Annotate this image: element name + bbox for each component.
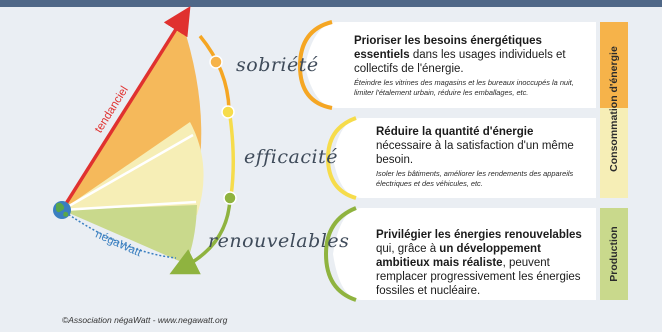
renouvelables-card: Privilégier les énergies renouvelables q… — [376, 228, 590, 298]
renouvelables-bold-2: un développement ambitieux mais réaliste — [376, 243, 541, 269]
top-bar — [0, 0, 662, 7]
path-arrow-middle — [228, 115, 236, 197]
tendanciel-arrow — [60, 6, 191, 211]
stage-renouvelables: renouvelables — [208, 230, 350, 252]
footer-credit: ©Association négaWatt - www.negawatt.org — [62, 315, 228, 325]
sobriete-bold: Prioriser les besoins énergétiques essen… — [354, 35, 542, 61]
globe-icon — [53, 201, 71, 219]
sobriete-text: dans les usages individuels et collectif… — [354, 49, 566, 75]
sobriete-card: Prioriser les besoins énergétiques essen… — [354, 34, 590, 98]
sobriete-card-bg — [305, 22, 596, 108]
production-label: Production — [608, 226, 620, 282]
stage-efficacite: efficacité — [244, 146, 338, 168]
renouvelables-bold-1: Privilégier les énergies renouvelables — [376, 229, 582, 241]
stage-sobriete: sobriété — [236, 54, 319, 76]
sobriete-example: Éteindre les vitrines des magasins et le… — [354, 78, 574, 97]
renouvelables-wedge — [62, 205, 197, 264]
renouvelables-card-bg — [333, 208, 596, 300]
renouvelables-text-1: qui, grâce à — [376, 243, 440, 255]
path-arrow-bottom — [169, 197, 232, 275]
renouvelables-text-2: , peuvent remplacer progressivement les … — [376, 257, 581, 297]
consommation-label: Consommation d'énergie — [608, 46, 620, 172]
efficacite-bold: Réduire la quantité d'énergie — [376, 126, 534, 138]
efficacite-example: Isoler les bâtiments, améliorer les rend… — [376, 169, 574, 188]
efficacite-text: nécessaire à la satisfaction d'un même b… — [376, 140, 574, 166]
production-bar — [600, 208, 628, 300]
efficacite-card-bg — [333, 118, 596, 198]
efficacite-card: Réduire la quantité d'énergie nécessaire… — [376, 125, 590, 189]
negawatt-arrow — [61, 209, 177, 259]
path-arrow-top — [198, 34, 231, 111]
